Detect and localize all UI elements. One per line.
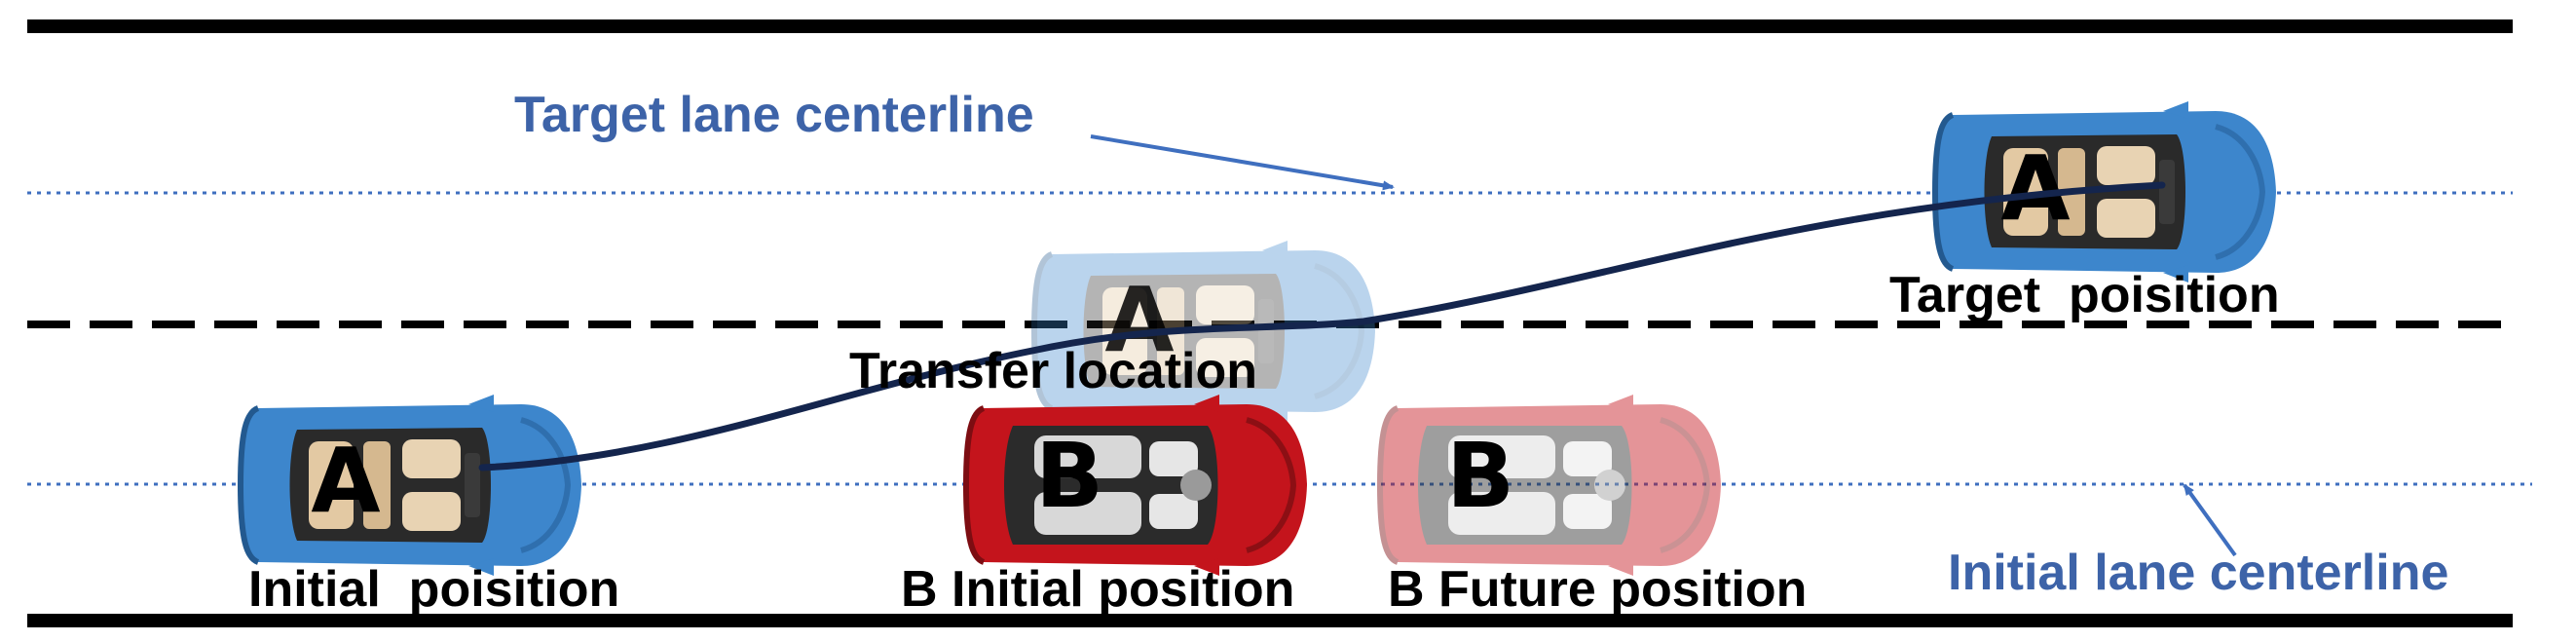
transfer-location-label: Transfer location xyxy=(849,343,1257,399)
target-position-label: Target poisition xyxy=(1889,267,2280,323)
lane-change-trajectory xyxy=(478,181,2166,472)
car-b-future-letter: B xyxy=(1446,424,1514,528)
b-future-position-label: B Future position xyxy=(1388,561,1807,618)
target-lane-arrow xyxy=(1090,134,1395,191)
car-a-initial xyxy=(241,395,581,576)
car-b-initial xyxy=(966,395,1307,576)
b-initial-position-label: B Initial position xyxy=(901,561,1294,618)
initial-lane-centerline-label: Initial lane centerline xyxy=(1948,545,2448,601)
car-b-initial-letter: B xyxy=(1035,424,1103,528)
initial-position-label: Initial poisition xyxy=(248,561,619,618)
initial-lane-arrow xyxy=(2183,483,2237,557)
target-lane-centerline-label: Target lane centerline xyxy=(514,87,1034,143)
car-a-initial-letter: A xyxy=(311,429,380,533)
car-a-transfer-letter: A xyxy=(1104,268,1174,372)
car-b-future-faded xyxy=(1380,395,1721,576)
car-a-target-letter: A xyxy=(2000,136,2070,241)
